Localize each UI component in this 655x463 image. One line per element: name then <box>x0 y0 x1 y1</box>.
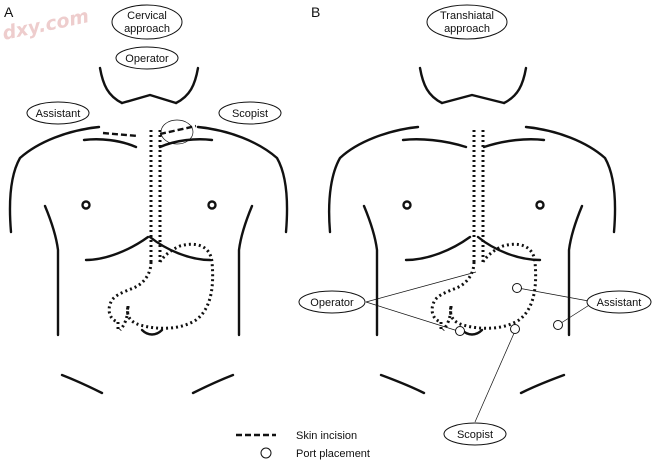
nipple-right-a <box>207 200 217 210</box>
svg-text:Operator: Operator <box>125 53 169 65</box>
port-marker <box>553 320 563 330</box>
svg-text:Cervical: Cervical <box>127 10 167 22</box>
panel-b: B <box>298 4 652 446</box>
port-placement-legend-swatch <box>260 447 272 459</box>
approach-label-b: Transhiatal approach <box>426 4 508 40</box>
svg-text:Transhiatal: Transhiatal <box>440 10 494 22</box>
watermark: dxy.com <box>0 5 90 45</box>
nipple-right-b <box>535 200 545 210</box>
esophagus-stomach-b <box>430 130 538 332</box>
svg-text:Operator: Operator <box>310 297 354 309</box>
neck-incision-circle <box>160 119 194 145</box>
torso-outline-a <box>8 66 289 395</box>
torso-outline-b <box>327 66 617 395</box>
skin-incision-a-right <box>159 124 197 136</box>
skin-incision-legend-label: Skin incision <box>296 430 357 442</box>
operator-label-a: Operator <box>115 46 179 70</box>
nipple-left-a <box>81 200 91 210</box>
nipple-left-b <box>402 200 412 210</box>
scopist-label-a: Scopist <box>218 101 282 125</box>
svg-text:Scopist: Scopist <box>232 108 268 120</box>
esophagus-stomach-a <box>107 130 215 332</box>
operator-label-b: Operator <box>298 290 366 314</box>
legend: Skin incision Port placement <box>236 430 370 460</box>
port-marker <box>512 283 522 293</box>
panel-a-letter: A <box>4 4 14 20</box>
svg-text:Assistant: Assistant <box>36 108 81 120</box>
panel-b-letter: B <box>311 4 320 20</box>
port-marker <box>510 324 520 334</box>
leader-lines-b <box>365 271 595 423</box>
assistant-label-b: Assistant <box>586 290 652 314</box>
scopist-label-b: Scopist <box>443 422 507 446</box>
svg-text:Assistant: Assistant <box>597 297 642 309</box>
assistant-label-a: Assistant <box>26 101 90 125</box>
port-marker <box>455 326 465 336</box>
svg-text:Scopist: Scopist <box>457 429 493 441</box>
panel-a: A <box>4 4 289 395</box>
svg-text:approach: approach <box>444 23 490 35</box>
skin-incision-a <box>102 131 139 138</box>
svg-text:approach: approach <box>124 23 170 35</box>
port-placement-legend-label: Port placement <box>296 448 370 460</box>
approach-label-a: Cervical approach <box>111 4 183 40</box>
